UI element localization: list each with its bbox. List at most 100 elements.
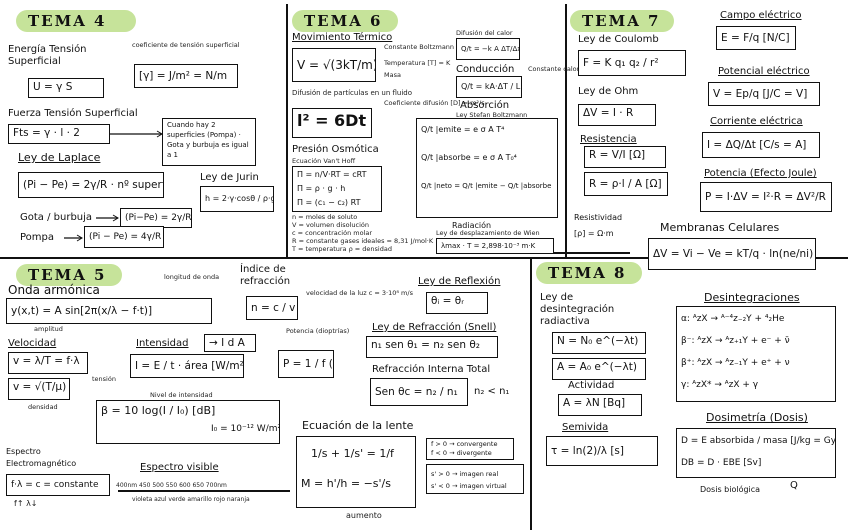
legend-1: n = moles de soluto <box>292 213 358 221</box>
temp-note: Temperatura [T] = K <box>384 59 451 67</box>
jurin-label: Ley de Jurin <box>200 172 259 183</box>
divider-t8-top <box>530 252 630 254</box>
n-eq-box: N = N₀ e^(−λt) <box>552 332 646 354</box>
db-note: Dosis biológica <box>700 485 761 494</box>
ohm-label: Ley de Ohm <box>578 86 639 97</box>
legend-3: c = concentración molar <box>292 229 373 237</box>
snell-label: Ley de Refracción (Snell) <box>372 322 497 333</box>
energia-label: Energía Tensión Superficial <box>8 44 87 67</box>
signos-1: f > 0 → convergente <box>431 440 498 448</box>
reflexion-box: θᵢ = θᵣ <box>426 292 488 314</box>
onda-box: y(x,t) = A sin[2π(x/λ − f·t)] <box>6 298 212 324</box>
alfa-eq: α: ᴬzX → ᴬ⁻⁴z₋₂Y + ⁴₂He <box>681 314 785 324</box>
lente-box: 1/s + 1/s' = 1/f M = h'/h = −s'/s <box>296 436 416 508</box>
db-eq: DB = D · EBE [Sv] <box>681 458 762 468</box>
vel-box-1: v = λ/T = f·λ <box>8 352 88 374</box>
divider-t5-t8 <box>530 257 532 530</box>
divider-t6-t7 <box>565 4 567 257</box>
rit-box: Sen θc = n₂ / n₁ <box>370 378 468 406</box>
stefan-line-3: Q/t |neto = Q/t |emite − Q/t |absorbe <box>421 182 552 190</box>
signos-3: s' > 0 → imagen real <box>431 470 499 478</box>
indice-label: Índice de refracción <box>240 264 291 287</box>
rit-cond: n₂ < n₁ <box>474 386 510 397</box>
conduccion-label: Conducción <box>456 64 515 75</box>
intensidad-note-box: → I d A <box>204 334 256 352</box>
semivida-box: τ = ln(2)/λ [s] <box>546 436 658 466</box>
stefan-line-2: Q/t |absorbe = e σ A T₀⁴ <box>421 153 517 162</box>
vant-box: Π = n/V·RT = cRT Π = ρ · g · h Π = (c₁ −… <box>292 166 382 212</box>
dosis-eq: D = E absorbida / masa [J/kg = Gy] <box>681 436 836 446</box>
divider-top-bottom <box>0 257 848 259</box>
wien-box: λmax · T = 2,898·10⁻³ m·K <box>436 238 554 254</box>
onda-label: Onda armónica <box>8 283 100 297</box>
dosimetria-label: Dosimetría (Dosis) <box>706 411 808 424</box>
arrow-fuerza-note <box>110 130 163 138</box>
rit-label: Refracción Interna Total <box>372 364 491 375</box>
energia-eq-box: U = γ S <box>28 78 104 98</box>
desintegraciones-box: α: ᴬzX → ᴬ⁻⁴z₋₂Y + ⁴₂He β⁻: ᴬzX → ᴬz₊₁Y … <box>676 306 836 402</box>
presion-label: Presión Osmótica <box>292 144 379 155</box>
tema7-header: TEMA 7 <box>570 10 674 32</box>
potencial-label: Potencial eléctrico <box>718 66 810 77</box>
q-note: Q <box>790 480 798 491</box>
reflexion-label: Ley de Reflexión <box>418 276 501 287</box>
dosimetria-box: D = E absorbida / masa [J/kg = Gy] DB = … <box>676 428 836 478</box>
coulomb-box: F = K q₁ q₂ / r² <box>578 50 686 76</box>
resistividad-label: Resistividad <box>574 213 623 222</box>
tema4-header: TEMA 4 <box>16 10 136 32</box>
legend-4: R = constante gases ideales = 8,31 J/mol… <box>292 237 434 245</box>
vant-label: Ecuación Van't Hoff <box>292 157 356 165</box>
gota-label: Gota / burbuja <box>20 212 93 223</box>
intensidad-label: Intensidad <box>136 338 189 349</box>
arrow-gota <box>96 214 119 222</box>
densidad-note: densidad <box>28 403 58 411</box>
nivel-box: β = 10 log(I / I₀) [dB] I₀ = 10⁻¹² W/m² <box>96 400 280 444</box>
membranas-box: ΔV = Vi − Ve = kT/q · ln(ne/ni) <box>648 238 816 270</box>
dif-eq-box: l² = 6Dt <box>292 108 372 138</box>
vant-line-3: Π = (c₁ − c₂) RT <box>297 198 361 207</box>
laplace-eq-box: (Pi − Pe) = 2γ/R · nº superficies <box>18 172 164 198</box>
vel-box-2: v = √(T/μ) <box>8 378 70 400</box>
conduccion-note: Constante calor <box>528 65 580 73</box>
lente-eq-2: M = h'/h = −s'/s <box>301 477 391 490</box>
dif-part-note: Coeficiente difusión [D] = m²/s <box>384 99 485 107</box>
beta-plus-eq: β⁺: ᴬzX → ᴬz₋₁Y + e⁺ + ν <box>681 358 790 368</box>
cuando-note-box: Cuando hay 2 superficies (Pompa) · Gota … <box>162 118 256 166</box>
divider-t4-t6 <box>286 4 288 257</box>
intensidad-box: I = E / t · área [W/m²] <box>130 354 244 378</box>
jurin-eq-box: h = 2·γ·cosθ / ρ·g·r <box>200 186 274 212</box>
potencia-label-t5: Potencia (dioptrías) <box>286 327 350 335</box>
vant-line-1: Π = n/V·RT = cRT <box>297 170 367 179</box>
amplitud-note: amplitud <box>34 325 63 333</box>
fuerza-label: Fuerza Tensión Superficial <box>8 108 138 119</box>
membranas-label: Membranas Celulares <box>660 221 780 234</box>
lente-eq-1: 1/s + 1/s' = 1/f <box>311 447 394 460</box>
luz-note: velocidad de la luz c = 3·10⁸ m/s <box>306 289 413 297</box>
corriente-label: Corriente eléctrica <box>710 116 803 127</box>
tema5-header: TEMA 5 <box>16 264 122 286</box>
campo-label: Campo eléctrico <box>720 10 802 21</box>
visible-colors: violeta azul verde amarillo rojo naranja <box>132 496 250 503</box>
gota-eq-box: (Pi−Pe) = 2γ/R <box>120 208 192 228</box>
res-box-2: R = ρ·l / A [Ω] <box>584 172 668 196</box>
potencial-box: V = Ep/q [J/C = V] <box>708 82 820 106</box>
beta-minus-eq: β⁻: ᴬzX → ᴬz₊₁Y + e⁻ + ν̄ <box>681 336 790 346</box>
resistividad-unit: [ρ] = Ω·m <box>574 229 614 238</box>
espectro-box: f·λ = c = constante <box>6 474 110 496</box>
signos-2: f < 0 → divergente <box>431 449 492 457</box>
desint-label: Ley de desintegración radiactiva <box>540 292 615 327</box>
difusion-gas-label: Difusión del calor <box>456 29 513 37</box>
tema6-header: TEMA 6 <box>292 10 398 32</box>
velocidad-label: Velocidad <box>8 338 57 349</box>
absorcion-label: Absorción <box>460 100 510 111</box>
fuerza-eq-box: Fts = γ · l · 2 <box>8 124 110 144</box>
gamma-eq: γ: ᴬzX* → ᴬzX + γ <box>681 380 759 390</box>
espectro-label: Espectro Electromagnético <box>6 447 77 468</box>
stefan-label: Ley Stefan Boltzmann <box>456 111 528 119</box>
coef-label: coeficiente de tensión superficial <box>132 41 240 49</box>
res-box-1: R = V/I [Ω] <box>584 146 666 168</box>
mov-label: Movimiento Térmico <box>292 32 393 43</box>
vant-line-2: Π = ρ · g · h <box>297 184 346 193</box>
stefan-box: Q/t |emite = e σ A T⁴ Q/t |absorbe = e σ… <box>416 118 558 218</box>
